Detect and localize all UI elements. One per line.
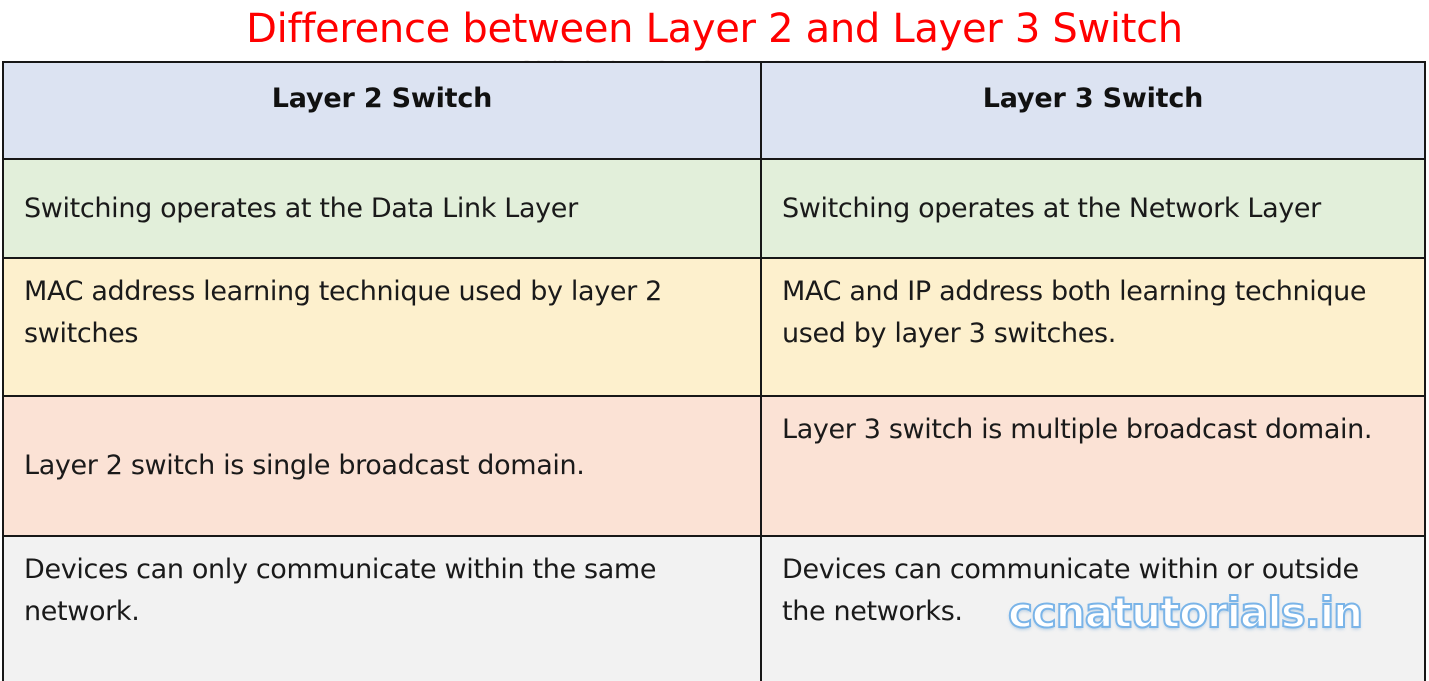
table-cell-layer3: Layer 3 switch is multiple broadcast dom… bbox=[760, 395, 1426, 537]
column-header-layer2-label: Layer 2 Switch bbox=[271, 83, 493, 114]
column-header-layer3: Layer 3 Switch bbox=[760, 61, 1426, 160]
table-cell-layer2: Switching operates at the Data Link Laye… bbox=[2, 158, 762, 259]
table-row: MAC address learning technique used by l… bbox=[2, 257, 1426, 397]
cell-text: Switching operates at the Network Layer bbox=[782, 192, 1321, 224]
comparison-table: Layer 2 Switch Layer 3 Switch Switching … bbox=[2, 61, 1426, 681]
table-cell-layer2: Layer 2 switch is single broadcast domai… bbox=[2, 395, 762, 537]
cell-text: Devices can communicate within or outsid… bbox=[782, 554, 1359, 627]
table-cell-layer2: MAC address learning technique used by l… bbox=[2, 257, 762, 397]
table-row: Layer 2 switch is single broadcast domai… bbox=[2, 395, 1426, 537]
table-row: Devices can only communicate within the … bbox=[2, 535, 1426, 681]
table-row: Switching operates at the Data Link Laye… bbox=[2, 158, 1426, 259]
cell-text: Layer 2 switch is single broadcast domai… bbox=[24, 450, 585, 482]
cell-text: MAC address learning technique used by l… bbox=[24, 276, 662, 349]
table-cell-layer3: Switching operates at the Network Layer bbox=[760, 158, 1426, 259]
table-cell-layer2: Devices can only communicate within the … bbox=[2, 535, 762, 681]
table-cell-layer3: Devices can communicate within or outsid… bbox=[760, 535, 1426, 681]
page-title: Difference between Layer 2 and Layer 3 S… bbox=[246, 6, 1183, 52]
comparison-table-container: Layer 2 Switch Layer 3 Switch Switching … bbox=[2, 61, 1426, 681]
cell-text: Layer 3 switch is multiple broadcast dom… bbox=[782, 414, 1373, 445]
table-header-row: Layer 2 Switch Layer 3 Switch bbox=[2, 61, 1426, 160]
column-header-layer2: Layer 2 Switch bbox=[2, 61, 762, 160]
brand-logo: ccnatutorials.in bbox=[1007, 588, 1364, 637]
cell-text: Devices can only communicate within the … bbox=[24, 554, 657, 627]
cell-text: MAC and IP address both learning techniq… bbox=[782, 276, 1367, 349]
column-header-layer3-label: Layer 3 Switch bbox=[982, 83, 1204, 114]
cell-text: Switching operates at the Data Link Laye… bbox=[24, 192, 578, 224]
table-cell-layer3: MAC and IP address both learning techniq… bbox=[760, 257, 1426, 397]
